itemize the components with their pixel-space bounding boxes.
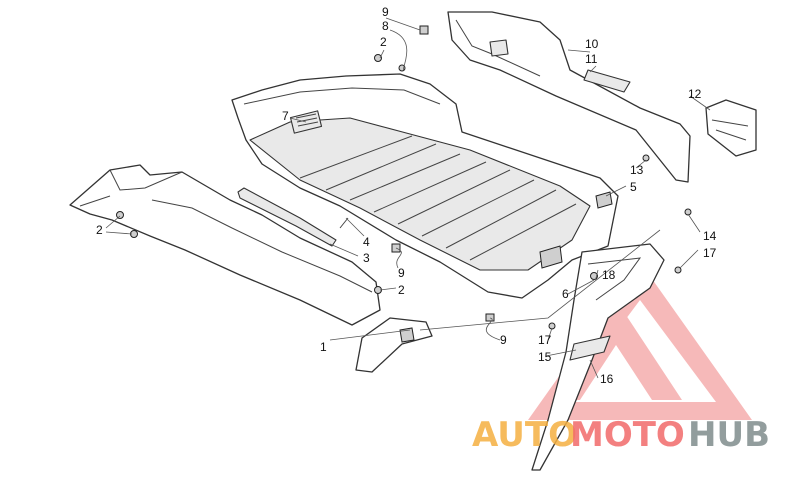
callout-11: 11 (585, 52, 598, 66)
watermark-word-auto: AUTO (472, 415, 577, 455)
callout-16: 16 (600, 372, 614, 386)
callout-6: 6 (562, 287, 569, 301)
callout-1: 1 (320, 340, 327, 354)
rear-bracket (705, 99, 757, 157)
trim-strip (237, 187, 349, 247)
callout-4: 4 (363, 235, 370, 249)
callout-9-bottom: 9 (500, 333, 507, 347)
watermark-word-hub: HUB (688, 415, 770, 455)
callout-5: 5 (630, 180, 637, 194)
right-upper-rail (447, 11, 691, 183)
callout-9-middle: 9 (398, 266, 405, 280)
callout-13: 13 (630, 163, 644, 177)
callout-17-bottom: 17 (538, 333, 552, 347)
callout-labels: 9 8 2 7 10 11 12 13 5 14 17 2 4 3 9 18 2… (96, 5, 717, 386)
callout-8: 8 (382, 19, 389, 33)
callout-9-top: 9 (382, 5, 389, 19)
callout-14: 14 (703, 229, 717, 243)
callout-2-top: 2 (380, 35, 387, 49)
rail-end-cap (355, 317, 433, 373)
callout-7: 7 (282, 109, 289, 123)
callout-17-right: 17 (703, 246, 717, 260)
callout-2-left: 2 (96, 223, 103, 237)
callout-2-bottom: 2 (398, 283, 405, 297)
callout-12: 12 (688, 87, 702, 101)
watermark-word-moto: MOTO (570, 415, 685, 455)
watermark-logo: AUTO MOTO HUB (472, 415, 770, 455)
callout-15: 15 (538, 350, 552, 364)
leader-lines (105, 17, 711, 379)
left-side-rail (69, 164, 381, 326)
callout-18: 18 (602, 268, 616, 282)
callout-3: 3 (363, 251, 370, 265)
callout-10: 10 (585, 37, 599, 51)
